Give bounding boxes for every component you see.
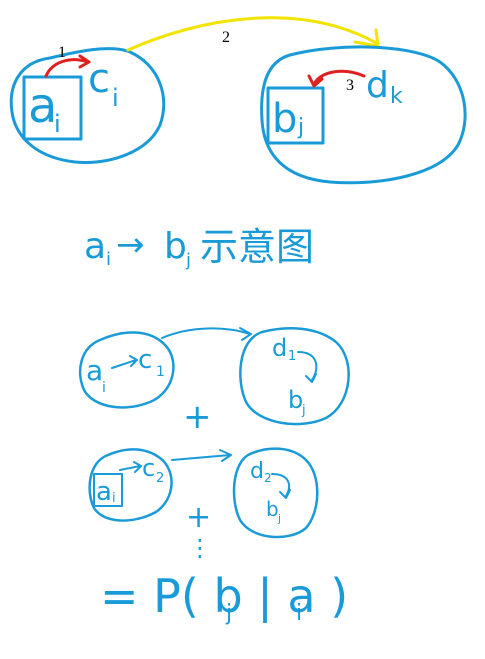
row2-d-subscript: 2 xyxy=(264,471,272,485)
row1-inner-arrow xyxy=(111,355,138,369)
row1-link-arrow xyxy=(161,327,252,341)
row2-inner-down-arrow xyxy=(271,473,291,499)
plus-sign-1: + xyxy=(183,397,212,437)
row1-inner-down-arrow xyxy=(297,351,318,383)
node-c-subscript: i xyxy=(112,84,119,112)
row1-a-subscript: i xyxy=(102,380,106,396)
row2-c: c xyxy=(142,454,155,482)
caption: a i → b j 示意图 xyxy=(84,225,314,271)
row2-a-subscript: i xyxy=(112,491,116,506)
row1-b: b xyxy=(288,386,303,414)
node-b-label: b xyxy=(272,96,297,142)
row2-d: d xyxy=(250,459,264,484)
top-scene: a i c i 1 2 b j d k 3 xyxy=(9,16,467,185)
row1-d: d xyxy=(272,334,287,362)
caption-b-subscript: j xyxy=(185,250,191,271)
step3-number: 3 xyxy=(346,77,354,94)
step1-arrowhead xyxy=(78,54,91,69)
caption-a: a xyxy=(84,226,106,267)
node-d-subscript: k xyxy=(390,84,403,109)
path-row-2: a i c 2 d 2 b j xyxy=(88,447,319,539)
step1-arrow xyxy=(44,58,90,78)
caption-a-subscript: i xyxy=(106,249,111,270)
row1-right-cluster xyxy=(239,327,350,426)
row2-inner-arrow xyxy=(119,461,142,473)
formula-a-subscript: i xyxy=(296,601,302,626)
node-b-subscript: j xyxy=(297,115,304,140)
row2-b: b xyxy=(266,497,279,521)
caption-b: b xyxy=(164,226,187,267)
row2-a: a xyxy=(96,477,112,507)
row2-a-box xyxy=(93,473,123,507)
node-d-label: d xyxy=(366,65,389,106)
node-a-subscript: i xyxy=(54,110,61,138)
caption-arrow: → xyxy=(116,225,145,265)
path-row-1: a i c 1 d 1 b j xyxy=(78,327,350,426)
caption-text: 示意图 xyxy=(200,225,314,269)
row2-right-cluster xyxy=(232,447,319,539)
formula-b-subscript: j xyxy=(225,601,232,626)
row1-c-subscript: 1 xyxy=(156,364,165,380)
row2-b-subscript: j xyxy=(277,512,281,525)
node-c-label: c xyxy=(88,56,110,102)
ellipsis-dots: ⋮ xyxy=(188,534,212,562)
plus-sign-2: + xyxy=(186,500,211,535)
row1-d-subscript: 1 xyxy=(288,349,296,364)
step2-number: 2 xyxy=(222,29,230,46)
step3-arrowhead xyxy=(307,74,324,88)
row1-b-subscript: j xyxy=(301,403,306,418)
formula-text: = P( b | a ) xyxy=(100,569,348,624)
node-b-box xyxy=(266,86,325,145)
node-a-label: a xyxy=(28,78,57,134)
step3-arrow xyxy=(312,69,366,86)
right-cluster-outline xyxy=(260,45,467,185)
row1-a: a xyxy=(86,354,103,387)
row1-c: c xyxy=(138,345,152,375)
node-a-box xyxy=(22,75,83,141)
row2-link-arrow xyxy=(171,449,232,462)
row2-c-subscript: 2 xyxy=(156,471,164,486)
step2-arrow xyxy=(126,16,380,52)
row1-left-cluster xyxy=(78,331,175,409)
formula: = P( b | a ) j i xyxy=(100,569,348,626)
step1-number: 1 xyxy=(58,44,66,61)
row2-left-cluster xyxy=(88,448,173,522)
left-cluster-outline xyxy=(9,47,166,164)
